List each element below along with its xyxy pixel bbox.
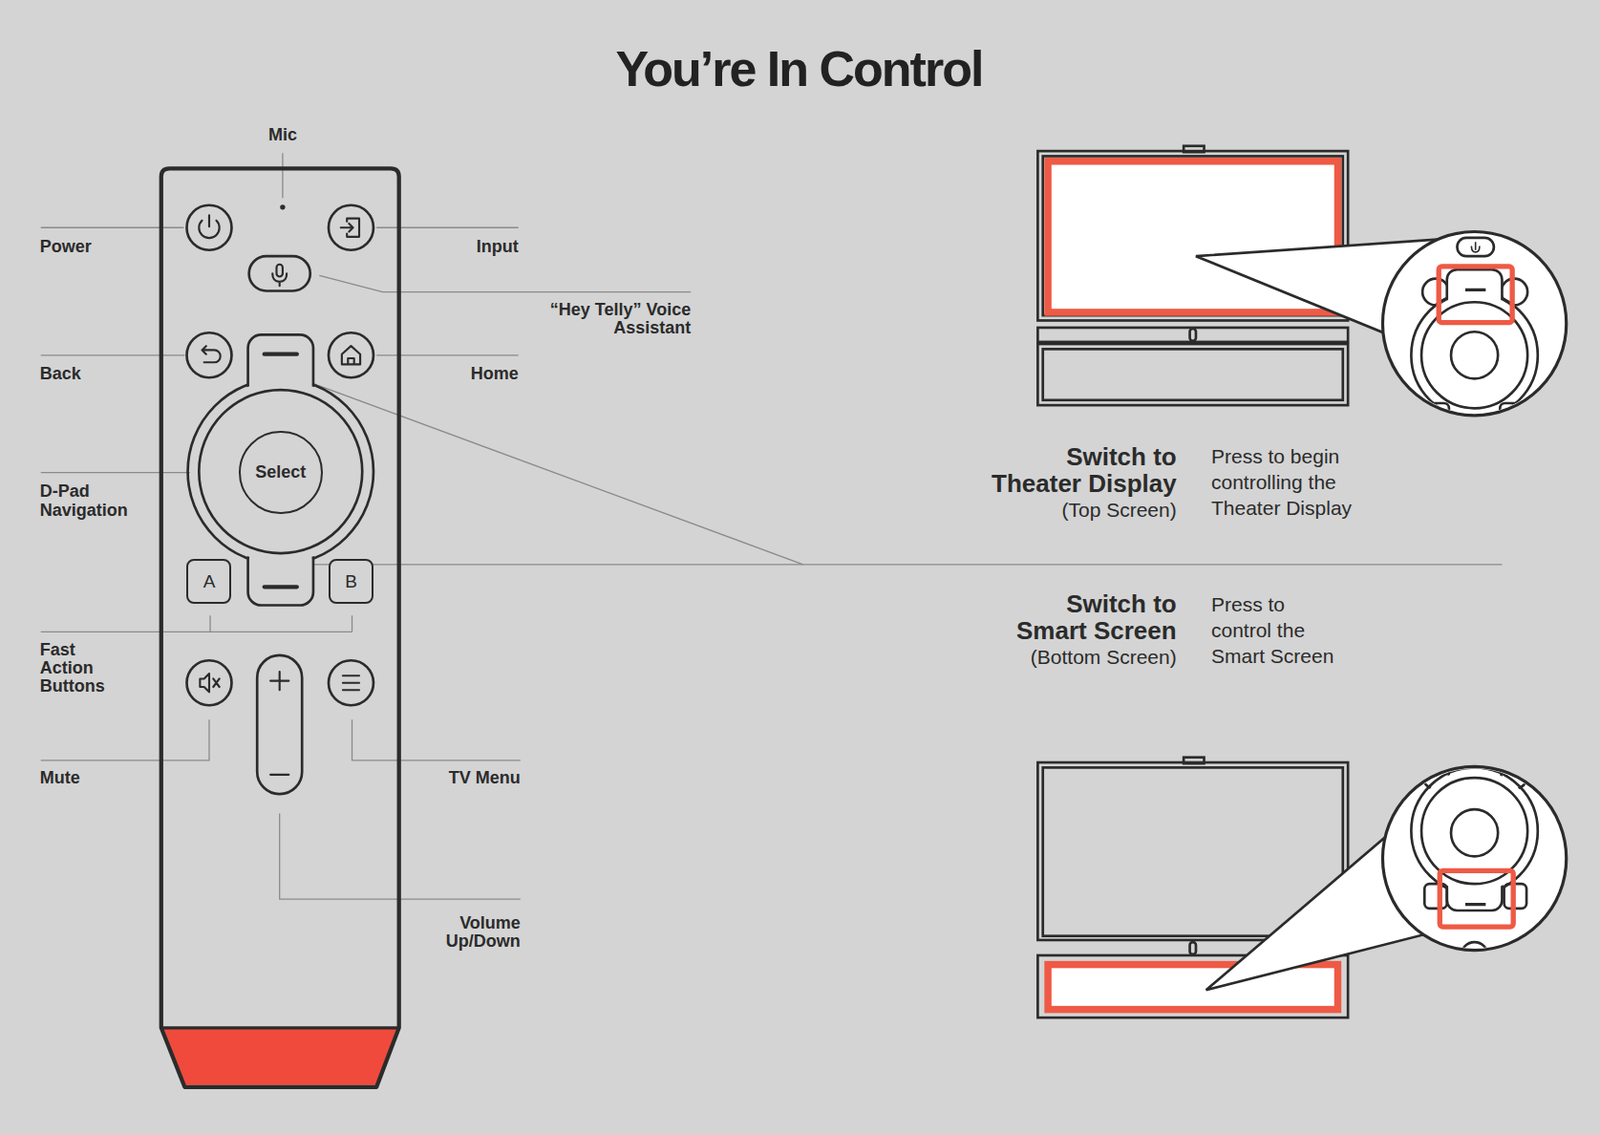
label: Volume Up/Down bbox=[436, 914, 521, 952]
tv-smart-screen bbox=[1450, 809, 1498, 856]
tv-theater-display bbox=[1190, 328, 1196, 342]
leader-line bbox=[319, 275, 691, 292]
remote-button bbox=[249, 256, 311, 291]
tv-smart-screen bbox=[1413, 769, 1536, 893]
title: You’re In Control bbox=[615, 40, 982, 98]
leader-line bbox=[352, 719, 521, 761]
tv-theater-display bbox=[1438, 266, 1513, 323]
tv-smart-screen bbox=[1037, 757, 1566, 1018]
leader-line bbox=[280, 563, 1503, 565]
tv-theater-display bbox=[1450, 331, 1498, 379]
select-button: Select bbox=[238, 430, 323, 515]
remote-body bbox=[163, 1027, 398, 1086]
tv-theater-display bbox=[1456, 237, 1494, 256]
label: Power bbox=[40, 237, 92, 256]
remote-button bbox=[256, 655, 302, 794]
tv-smart-screen bbox=[1439, 870, 1514, 927]
tv-theater-display bbox=[1426, 403, 1450, 428]
remote-button bbox=[199, 673, 219, 692]
leader-line bbox=[281, 152, 283, 198]
description-text: (Top Screen) bbox=[1061, 496, 1176, 523]
leader-line bbox=[41, 719, 210, 761]
remote-button bbox=[186, 660, 232, 705]
button-text: B bbox=[344, 571, 358, 593]
remote-button bbox=[341, 218, 360, 237]
remote-button bbox=[328, 660, 374, 705]
label: TV Menu bbox=[448, 768, 521, 788]
remote-button bbox=[198, 214, 219, 238]
remote-button bbox=[328, 205, 374, 251]
remote-button bbox=[186, 332, 232, 378]
label: Mic bbox=[268, 126, 298, 145]
tv-smart-screen bbox=[1047, 964, 1338, 1010]
tv-theater-display bbox=[1037, 343, 1348, 406]
tv-smart-screen bbox=[1382, 766, 1566, 950]
tv-smart-screen bbox=[1190, 941, 1196, 955]
tv-smart-screen bbox=[1465, 902, 1486, 906]
remote-body bbox=[161, 168, 400, 1088]
label: Mute bbox=[40, 768, 81, 788]
description-text: Press to begin controlling the Theater D… bbox=[1211, 443, 1366, 521]
label: Home bbox=[470, 364, 519, 384]
label: Back bbox=[40, 364, 82, 384]
label: Input bbox=[476, 237, 519, 256]
tv-theater-display bbox=[1413, 294, 1536, 417]
remote-body bbox=[161, 1025, 400, 1029]
remote-button bbox=[328, 332, 374, 378]
tv-theater-display bbox=[1037, 327, 1348, 342]
tv-theater-display bbox=[1465, 288, 1486, 292]
tv-theater-display bbox=[1471, 241, 1480, 253]
remote-button bbox=[202, 345, 221, 363]
remote-button bbox=[276, 264, 282, 278]
leader-line bbox=[41, 615, 353, 632]
remote-body bbox=[279, 204, 285, 210]
remote-button bbox=[342, 675, 360, 690]
tv-smart-screen bbox=[1410, 767, 1537, 894]
tv-theater-display bbox=[1037, 146, 1566, 428]
remote-button bbox=[198, 389, 363, 554]
tv-theater-display bbox=[1043, 348, 1344, 400]
tv-smart-screen bbox=[1461, 941, 1489, 969]
remote-button bbox=[270, 671, 289, 775]
remote-body bbox=[161, 168, 400, 1088]
remote-button bbox=[341, 345, 361, 364]
tv-theater-display bbox=[1410, 237, 1537, 428]
remote-button bbox=[186, 205, 373, 794]
label: “Hey Telly” Voice Assistant bbox=[547, 300, 691, 339]
remote-button bbox=[188, 378, 374, 564]
description-text: (Bottom Screen) bbox=[1030, 643, 1177, 670]
leader-line bbox=[41, 152, 1503, 899]
tv-smart-screen bbox=[1424, 883, 1448, 909]
label: Switch to Smart Screen bbox=[1002, 590, 1177, 644]
button-text: Select bbox=[255, 462, 306, 483]
remote-button bbox=[186, 205, 232, 251]
label: D-Pad Navigation bbox=[40, 482, 150, 520]
label: Fast Action Buttons bbox=[40, 640, 106, 697]
tv-theater-display bbox=[1410, 292, 1537, 419]
tv-smart-screen bbox=[1421, 777, 1528, 884]
tv-smart-screen bbox=[1410, 762, 1537, 969]
remote-button bbox=[190, 380, 372, 562]
fast-action-button: A bbox=[186, 558, 232, 604]
description-text: Press to control the Smart Screen bbox=[1211, 591, 1344, 669]
fast-action-button: B bbox=[328, 558, 374, 604]
remote-button bbox=[272, 273, 287, 286]
tv-theater-display bbox=[1422, 278, 1450, 306]
label: Switch to Theater Display bbox=[981, 443, 1177, 497]
tv-theater-display bbox=[1499, 403, 1523, 428]
button-text: A bbox=[203, 571, 216, 593]
